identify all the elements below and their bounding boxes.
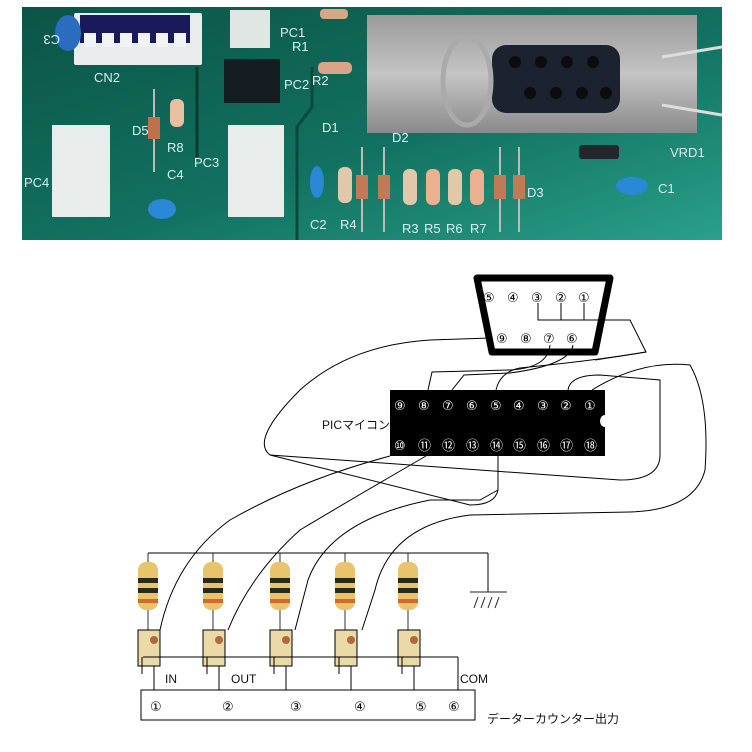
svg-text:R2: R2	[312, 73, 329, 88]
db9-pin-6: ⑥	[566, 332, 578, 347]
svg-text:D2: D2	[392, 130, 409, 145]
db9-pin-9: ⑨	[496, 332, 508, 347]
svg-text:D1: D1	[322, 120, 339, 135]
pic-label: PICマイコン	[322, 418, 390, 432]
cn2-connector	[55, 13, 202, 65]
resistors	[138, 553, 418, 630]
svg-text:⑬: ⑬	[466, 439, 479, 454]
svg-text:⑫: ⑫	[442, 439, 455, 454]
com-label: COM	[460, 672, 488, 686]
svg-text:⑦: ⑦	[442, 399, 454, 414]
in-label: IN	[165, 672, 177, 686]
db9-pin-2: ②	[555, 291, 567, 306]
db9-pin-1: ①	[578, 291, 590, 306]
svg-text:②: ②	[222, 700, 234, 715]
db9-pin-7: ⑦	[543, 332, 555, 347]
component-row	[310, 145, 648, 232]
ground-symbol	[470, 591, 507, 609]
counter-connector	[140, 689, 476, 721]
svg-text:R3: R3	[402, 221, 419, 236]
svg-text:C1: C1	[658, 181, 675, 196]
svg-text:R4: R4	[340, 217, 357, 232]
svg-text:R1: R1	[292, 39, 309, 54]
relay	[334, 629, 358, 690]
svg-text:⑪: ⑪	[418, 439, 431, 454]
svg-text:⑱: ⑱	[584, 439, 597, 454]
svg-text:⑥: ⑥	[466, 399, 478, 414]
pc2-chip	[224, 59, 280, 103]
svg-text:D3: D3	[527, 185, 544, 200]
svg-text:PC3: PC3	[194, 155, 219, 170]
svg-text:⑤: ⑤	[415, 700, 427, 715]
svg-text:PC1: PC1	[280, 25, 305, 40]
svg-text:⑭: ⑭	[490, 439, 503, 454]
resistor	[270, 553, 290, 630]
svg-text:PC2: PC2	[284, 77, 309, 92]
svg-text:R5: R5	[424, 221, 441, 236]
svg-text:⑤: ⑤	[490, 399, 502, 414]
svg-text:④: ④	[354, 700, 366, 715]
silkscreen-labels: CN2 C3 R1 R2 PC1 PC2 PC3 PC4 R8 D5 C4 D1…	[24, 25, 705, 236]
db9-outline	[473, 274, 614, 356]
relay	[202, 629, 226, 690]
db9-pin-5: ⑤	[483, 291, 495, 306]
svg-text:C4: C4	[167, 167, 184, 182]
svg-text:CN2: CN2	[94, 70, 120, 85]
pc1-chip	[230, 10, 270, 48]
wires	[159, 303, 707, 631]
svg-text:C2: C2	[310, 217, 327, 232]
db9-bottom-pins: ⑨ ⑧ ⑦ ⑥	[496, 332, 578, 347]
svg-text:C3: C3	[43, 32, 60, 47]
relay	[137, 629, 161, 690]
pic-chip	[390, 390, 605, 456]
svg-text:③: ③	[537, 399, 549, 414]
svg-text:⑩: ⑩	[394, 439, 406, 454]
svg-text:R8: R8	[167, 140, 184, 155]
svg-text:①: ①	[584, 399, 596, 414]
svg-text:④: ④	[513, 399, 525, 414]
svg-text:②: ②	[560, 399, 572, 414]
svg-text:⑯: ⑯	[537, 439, 550, 454]
pic-top-pins: ⑨ ⑧ ⑦ ⑥ ⑤ ④ ③ ② ①	[394, 399, 596, 414]
svg-text:R6: R6	[446, 221, 463, 236]
relay	[269, 629, 293, 690]
svg-text:PC4: PC4	[24, 175, 49, 190]
svg-text:D5: D5	[132, 123, 149, 138]
svg-text:⑨: ⑨	[394, 399, 406, 414]
pcb-photo: CN2 C3 R1 R2 PC1 PC2 PC3 PC4 R8 D5 C4 D1…	[22, 7, 722, 240]
db9-pin-8: ⑧	[520, 332, 532, 347]
svg-text:⑰: ⑰	[560, 439, 573, 454]
pc4-chip	[52, 125, 110, 217]
resistor	[398, 553, 418, 630]
db9-top-pins: ⑤ ④ ③ ② ①	[483, 291, 590, 306]
svg-text:R7: R7	[470, 221, 487, 236]
db9-connector-photo	[367, 15, 722, 133]
db9-pin-3: ③	[531, 291, 543, 306]
svg-text:⑧: ⑧	[418, 399, 430, 414]
svg-text:③: ③	[290, 700, 302, 715]
pic-bottom-pins: ⑩ ⑪ ⑫ ⑬ ⑭ ⑮ ⑯ ⑰ ⑱	[394, 439, 597, 454]
relay	[397, 629, 421, 690]
svg-text:⑮: ⑮	[513, 439, 526, 454]
db9-pin-4: ④	[507, 291, 519, 306]
pc3-chip	[228, 125, 284, 217]
out-label: OUT	[231, 672, 257, 686]
svg-text:⑥: ⑥	[448, 700, 460, 715]
relays	[137, 629, 421, 690]
svg-text:VRD1: VRD1	[670, 145, 705, 160]
counter-pins: ① ② ③ ④ ⑤ ⑥	[150, 700, 460, 715]
svg-text:①: ①	[150, 700, 162, 715]
resistor	[335, 553, 355, 630]
resistor	[203, 553, 223, 630]
resistor	[138, 553, 158, 630]
counter-label: データーカウンター出力	[487, 711, 619, 726]
